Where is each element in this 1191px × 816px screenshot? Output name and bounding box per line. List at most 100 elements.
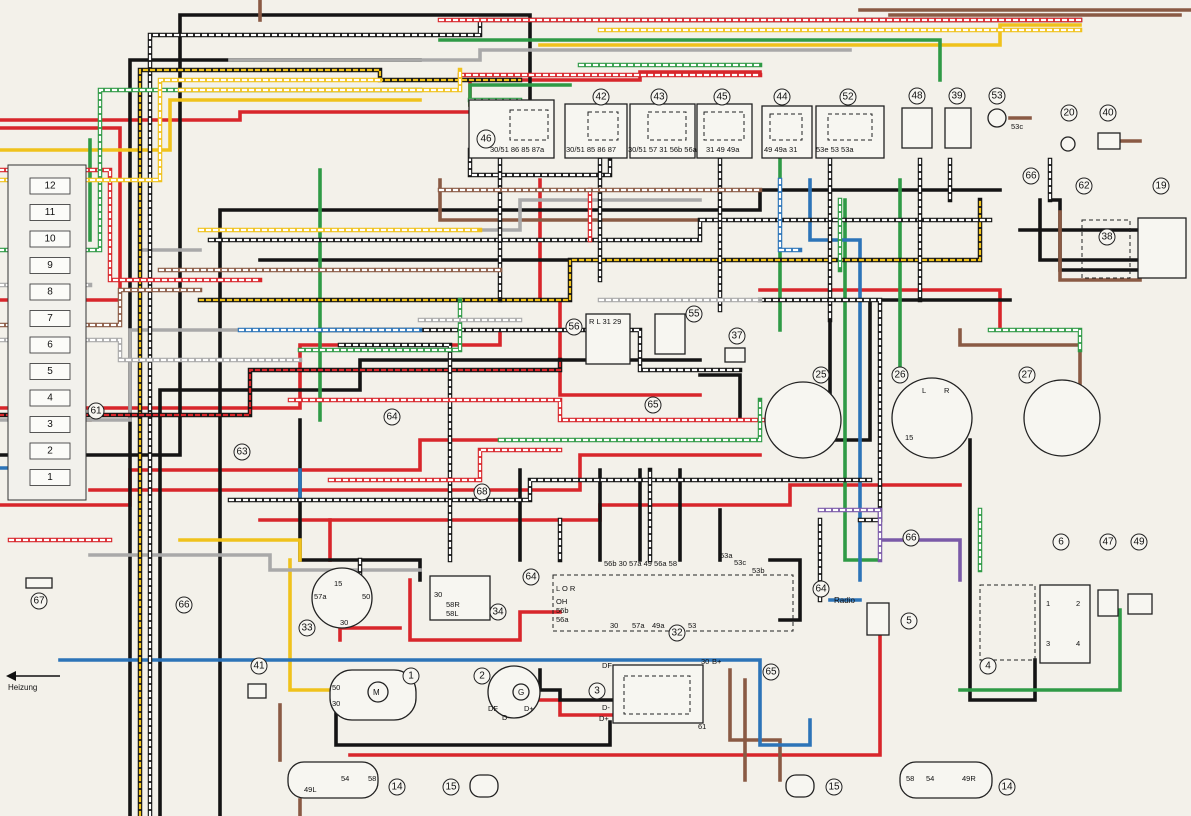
label-group-65: 65 65: [644, 396, 780, 681]
pin-33-57a: 57a: [314, 592, 327, 601]
label-45: 45: [716, 92, 728, 103]
unit-56: 56 R L 31 29: [565, 313, 631, 365]
wire-red: [0, 438, 562, 507]
wire-yellow: [538, 23, 1082, 47]
wire-green-white: [297, 297, 463, 353]
pin-3-Bp: B+: [712, 657, 722, 666]
switch-34: 34 30 58R 58L: [429, 575, 507, 621]
label-46: 46: [480, 134, 492, 145]
label-26: 26: [894, 370, 906, 381]
pin-1-M: M: [373, 688, 380, 697]
pin-3-Dm: D-: [602, 703, 610, 712]
fuse-slot: [29, 336, 71, 354]
pin-14-54: 54: [341, 774, 349, 783]
pin-14-49-r: 49R: [962, 774, 976, 783]
starter-1: M 1 50 30: [329, 667, 420, 721]
wire-brown: [728, 668, 782, 782]
label-group-64: 64 64 64: [383, 408, 830, 598]
label-55: 55: [688, 309, 700, 320]
pin-32-56b: 56b: [556, 606, 569, 615]
lamp-14-right: 14 58 54 49R: [899, 761, 1016, 799]
wire-red: [408, 578, 562, 642]
fuse-slot: [29, 230, 71, 248]
wire-grey: [258, 198, 702, 232]
wire-blue: [808, 178, 862, 582]
fuse-label: 8: [47, 287, 53, 298]
pin-2-Dp: D+: [524, 704, 534, 713]
lamp-14-left: 14 58 54 49L: [287, 761, 406, 799]
label-group-68: 68: [473, 483, 491, 501]
fuse-label: 2: [47, 446, 53, 457]
label-66-a: 66: [1025, 171, 1037, 182]
label-39: 39: [951, 91, 963, 102]
fuse-slot: [29, 442, 71, 460]
relay-43: 43 30/51 57 31 56b 56a: [628, 88, 698, 159]
pin-32-56a: 56a: [556, 615, 569, 624]
label-4: 4: [985, 661, 991, 672]
fuse-label: 9: [47, 260, 53, 271]
pin-2-D: D-: [502, 713, 510, 722]
fuse-label: 12: [44, 181, 56, 192]
pins-45: 31 49 49a: [706, 145, 740, 154]
label-27: 27: [1021, 370, 1033, 381]
wire-green: [438, 38, 942, 82]
pins-43: 30/51 57 31 56b 56a: [628, 145, 698, 154]
unit-4: 4: [979, 584, 1036, 675]
fuse-label: 7: [47, 313, 53, 324]
label-15-a: 15: [445, 782, 457, 793]
wire-yellow: [0, 98, 422, 152]
wire-stripe: [298, 298, 462, 352]
unit-37: 37: [724, 327, 746, 363]
wire-stripe: [318, 328, 742, 372]
label-67: 67: [33, 596, 45, 607]
label-65-a: 65: [647, 400, 659, 411]
label-47: 47: [1102, 537, 1114, 548]
pin-2-DF: DF: [488, 704, 498, 713]
pin-32-53c: 53c: [734, 558, 746, 567]
switch-41: 41: [247, 657, 268, 699]
label-62: 62: [1078, 181, 1090, 192]
wire-green: [843, 198, 882, 562]
gauge-26: 26 L R 15: [891, 366, 973, 459]
label-15-b: 15: [828, 782, 840, 793]
fuse-label: 6: [47, 340, 53, 351]
label-32: 32: [671, 628, 683, 639]
wire-stripe: [468, 148, 612, 177]
wire-red: [0, 110, 472, 122]
relay-46: 46 30/51 86 85 87a: [468, 99, 555, 159]
wire-stripe: [818, 508, 882, 562]
combination-switch-32: 32 L O R OH 56b 56a 30 57a 49a 53 53b 53…: [552, 551, 794, 642]
label-group-66: 66 66: [175, 529, 920, 614]
heizung-label: Heizung: [8, 683, 37, 692]
fuse-slot: [29, 363, 71, 380]
label-63: 63: [236, 447, 248, 458]
wire-black: [0, 13, 532, 457]
fuse-slot: [29, 283, 71, 301]
label-41: 41: [253, 661, 265, 672]
switch-5: 5: [866, 602, 918, 636]
label-6: 6: [1058, 537, 1064, 548]
pin-32-57a: 57a: [632, 621, 645, 630]
wire-stripe: [328, 448, 562, 482]
wire-black: [334, 698, 612, 747]
wire-black: [968, 438, 1037, 702]
regulator-3: 3 DF D- D+ 30 B+ 61: [588, 657, 722, 731]
wire-stripe: [208, 218, 992, 242]
pin-34-58L: 58L: [446, 609, 459, 618]
pin-53c: 53c: [1011, 122, 1023, 131]
relay-44: 44 49 49a 31: [761, 88, 813, 159]
wire-stripe: [498, 398, 762, 442]
connector-62: 62: [1075, 177, 1093, 195]
label-33: 33: [301, 623, 313, 634]
label-40: 40: [1102, 108, 1114, 119]
pin-6-3: 3: [1046, 639, 1050, 648]
pin-3-61: 61: [698, 722, 706, 731]
label-61: 61: [90, 406, 102, 417]
relay-42: 42 30/51 85 86 87: [564, 88, 628, 159]
pin-26-L: L: [922, 386, 926, 395]
wire-yellow: [178, 538, 302, 562]
wire-black: [768, 558, 802, 622]
switch-39: 39: [944, 87, 972, 149]
label-56: 56: [568, 322, 580, 333]
